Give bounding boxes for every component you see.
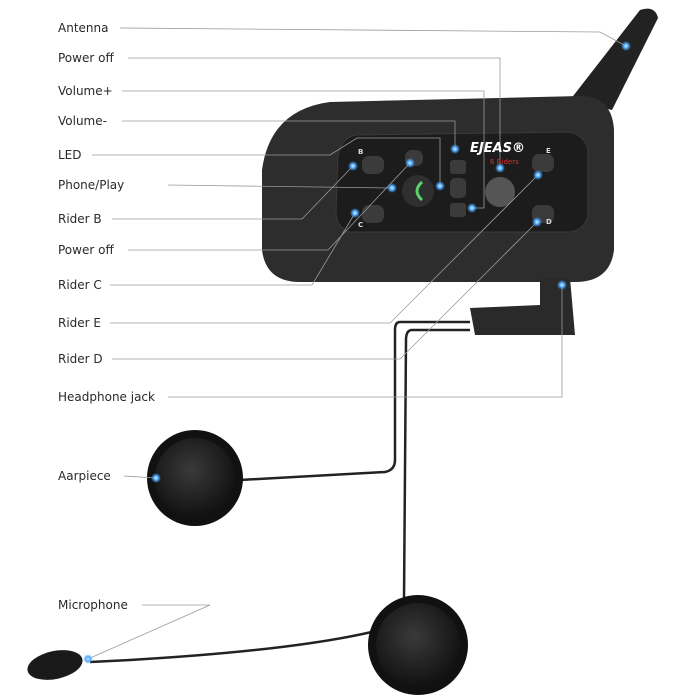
callout-dots xyxy=(83,41,631,664)
key-b: B xyxy=(358,148,364,156)
label-power-off: Power off xyxy=(58,51,114,65)
label-volume-up: Volume+ xyxy=(58,84,113,98)
label-earpiece: Aarpiece xyxy=(58,469,111,483)
headphone-jack xyxy=(470,278,575,335)
brand-subtitle: 6 Riders xyxy=(490,158,519,166)
label-volume-down: Volume- xyxy=(58,114,107,128)
label-rider-b: Rider B xyxy=(58,212,102,226)
label-headphone-jack: Headphone jack xyxy=(58,390,155,404)
label-microphone: Microphone xyxy=(58,598,128,612)
label-rider-c: Rider C xyxy=(58,278,102,292)
cables xyxy=(89,320,470,664)
label-phone-play: Phone/Play xyxy=(58,178,125,192)
label-antenna: Antenna xyxy=(58,21,109,35)
key-d: D xyxy=(546,218,552,226)
label-rider-d: Rider D xyxy=(58,352,103,366)
label-led: LED xyxy=(58,148,82,162)
buttons xyxy=(362,150,554,223)
key-c: C xyxy=(358,221,364,229)
phone-icon xyxy=(415,180,424,202)
microphone xyxy=(27,650,83,680)
antenna xyxy=(570,8,658,110)
brand-logo: EJEAS® xyxy=(470,141,526,156)
leader-lines xyxy=(87,27,627,660)
label-rider-e: Rider E xyxy=(58,316,102,330)
key-e: E xyxy=(546,147,551,155)
label-power-off-2: Power off xyxy=(58,243,114,257)
